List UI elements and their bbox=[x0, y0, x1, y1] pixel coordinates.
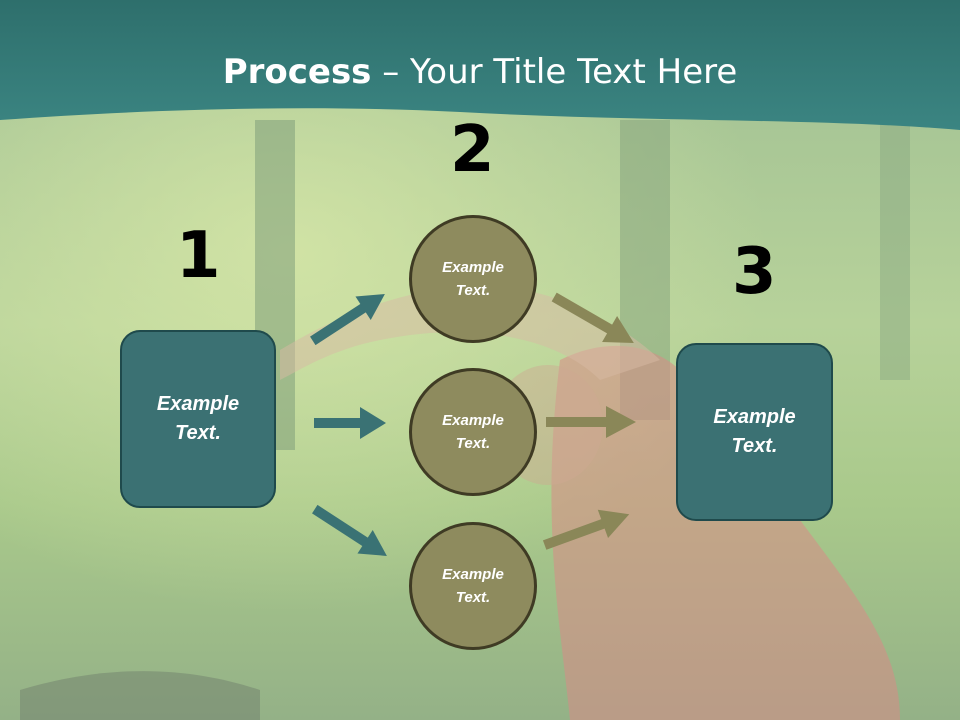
circle-2-text-line1: Example bbox=[442, 412, 504, 429]
arrow-right-upper bbox=[551, 292, 634, 343]
circle-3-text-line1: Example bbox=[442, 566, 504, 583]
circle-2-text-line2: Text. bbox=[455, 435, 491, 452]
step-1-text-line1: Example bbox=[156, 393, 240, 415]
page-title: Process – Your Title Text Here bbox=[0, 52, 960, 92]
step-1-text-line2: Text. bbox=[175, 422, 221, 444]
circle-1-text-line2: Text. bbox=[455, 282, 491, 299]
title-rest: – Your Title Text Here bbox=[371, 52, 738, 92]
circle-1-text-line1: Example bbox=[442, 259, 504, 276]
title-bold: Process bbox=[222, 52, 372, 92]
step-3-text-line2: Text. bbox=[731, 435, 778, 457]
circle-3-text-line2: Text. bbox=[455, 589, 491, 606]
arrow-left-middle bbox=[314, 407, 386, 439]
step-number-2: 2 bbox=[450, 113, 495, 187]
step-3-text-line1: Example bbox=[713, 406, 796, 428]
arrow-right-middle bbox=[546, 406, 636, 438]
arrow-left-upper bbox=[310, 294, 385, 346]
arrow-right-lower bbox=[542, 509, 630, 550]
step-number-1: 1 bbox=[176, 219, 221, 293]
arrow-left-lower bbox=[312, 504, 387, 556]
step-number-3: 3 bbox=[732, 235, 777, 309]
